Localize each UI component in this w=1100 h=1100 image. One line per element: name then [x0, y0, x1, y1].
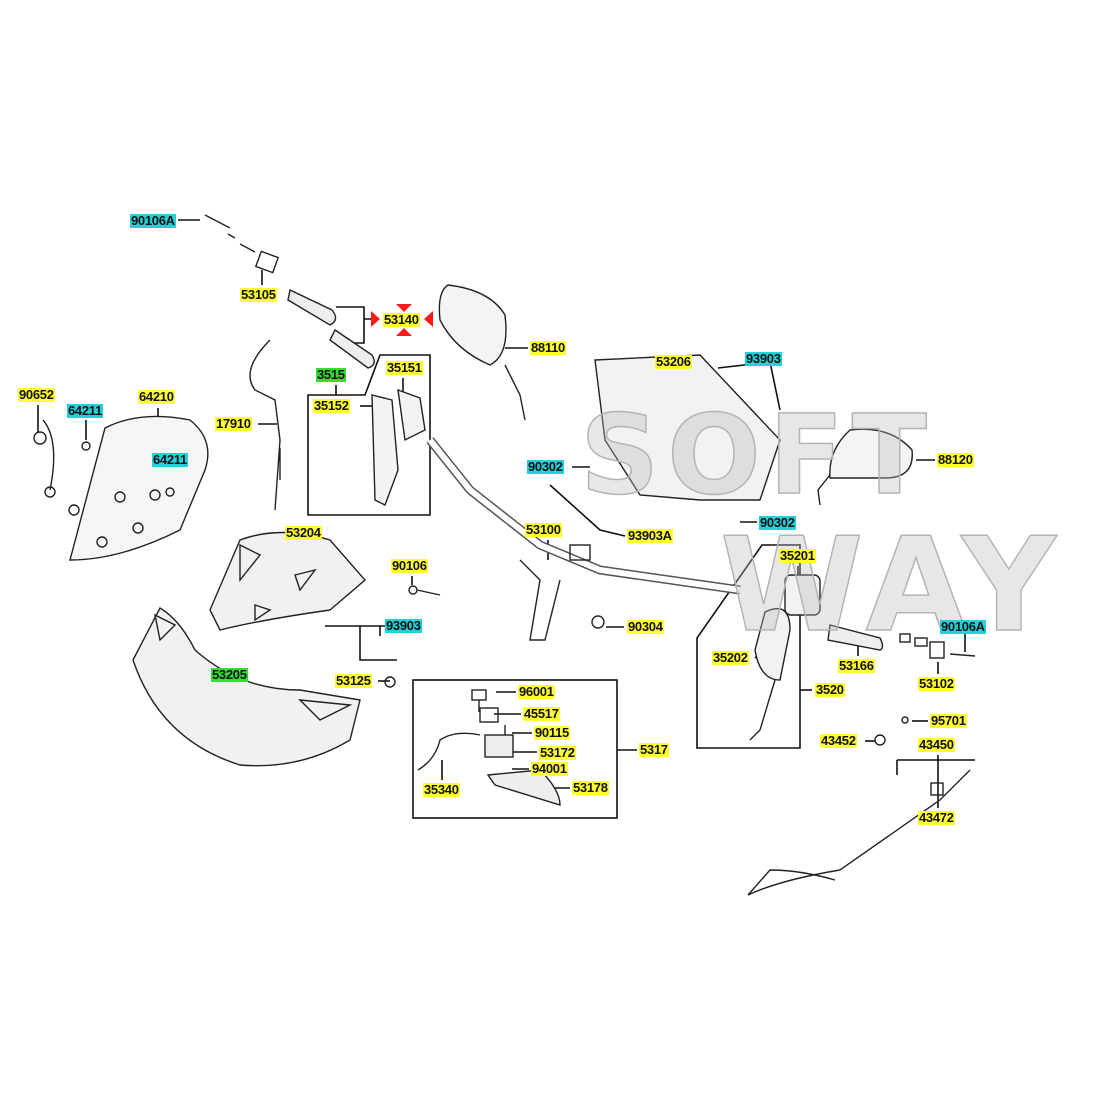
part-label-88110: 88110 [530, 340, 566, 355]
part-label-64211: 64211 [152, 452, 188, 467]
part-label-93903: 93903 [385, 618, 422, 633]
part-label-64211: 64211 [67, 403, 103, 418]
part-label-90106A: 90106A [940, 619, 986, 634]
part-label-45517: 45517 [523, 706, 560, 721]
part-label-95701: 95701 [930, 713, 967, 728]
part-label-43452: 43452 [820, 733, 857, 748]
part-label-35202: 35202 [712, 650, 749, 665]
part-label-53105: 53105 [240, 287, 277, 302]
part-label-64210: 64210 [138, 389, 175, 404]
part-label-90106: 90106 [391, 558, 428, 573]
part-label-53178: 53178 [572, 780, 609, 795]
part-label-53204: 53204 [285, 525, 322, 540]
part-label-35152: 35152 [313, 398, 350, 413]
part-label-53172: 53172 [539, 745, 576, 760]
part-label-93903: 93903 [745, 351, 782, 366]
part-label-90304: 90304 [627, 619, 664, 634]
part-label-88120: 88120 [937, 452, 974, 467]
part-label-53100: 53100 [525, 522, 562, 537]
part-label-90652: 90652 [18, 387, 55, 402]
part-label-53140: 53140 [383, 312, 420, 327]
part-label-90302: 90302 [759, 515, 796, 530]
part-label-53206: 53206 [655, 354, 692, 369]
part-label-96001: 96001 [518, 684, 555, 699]
highlight-markers [371, 304, 433, 336]
part-label-94001: 94001 [531, 761, 568, 776]
part-label-35340: 35340 [423, 782, 460, 797]
part-label-17910: 17910 [215, 416, 252, 431]
part-label-53166: 53166 [838, 658, 875, 673]
part-label-43472: 43472 [918, 810, 955, 825]
part-label-3520: 3520 [815, 682, 845, 697]
part-label-90115: 90115 [534, 725, 570, 740]
part-label-93903A: 93903A [627, 528, 673, 543]
part-label-5317: 5317 [639, 742, 669, 757]
part-label-35201: 35201 [779, 548, 816, 563]
part-label-3515: 3515 [316, 367, 346, 382]
part-label-90302: 90302 [527, 459, 564, 474]
part-label-90106A: 90106A [130, 213, 176, 228]
part-label-35151: 35151 [386, 360, 423, 375]
part-label-53102: 53102 [918, 676, 955, 691]
part-label-53205: 53205 [211, 667, 248, 682]
part-label-53125: 53125 [335, 673, 372, 688]
part-label-43450: 43450 [918, 737, 955, 752]
parts [33, 214, 976, 896]
